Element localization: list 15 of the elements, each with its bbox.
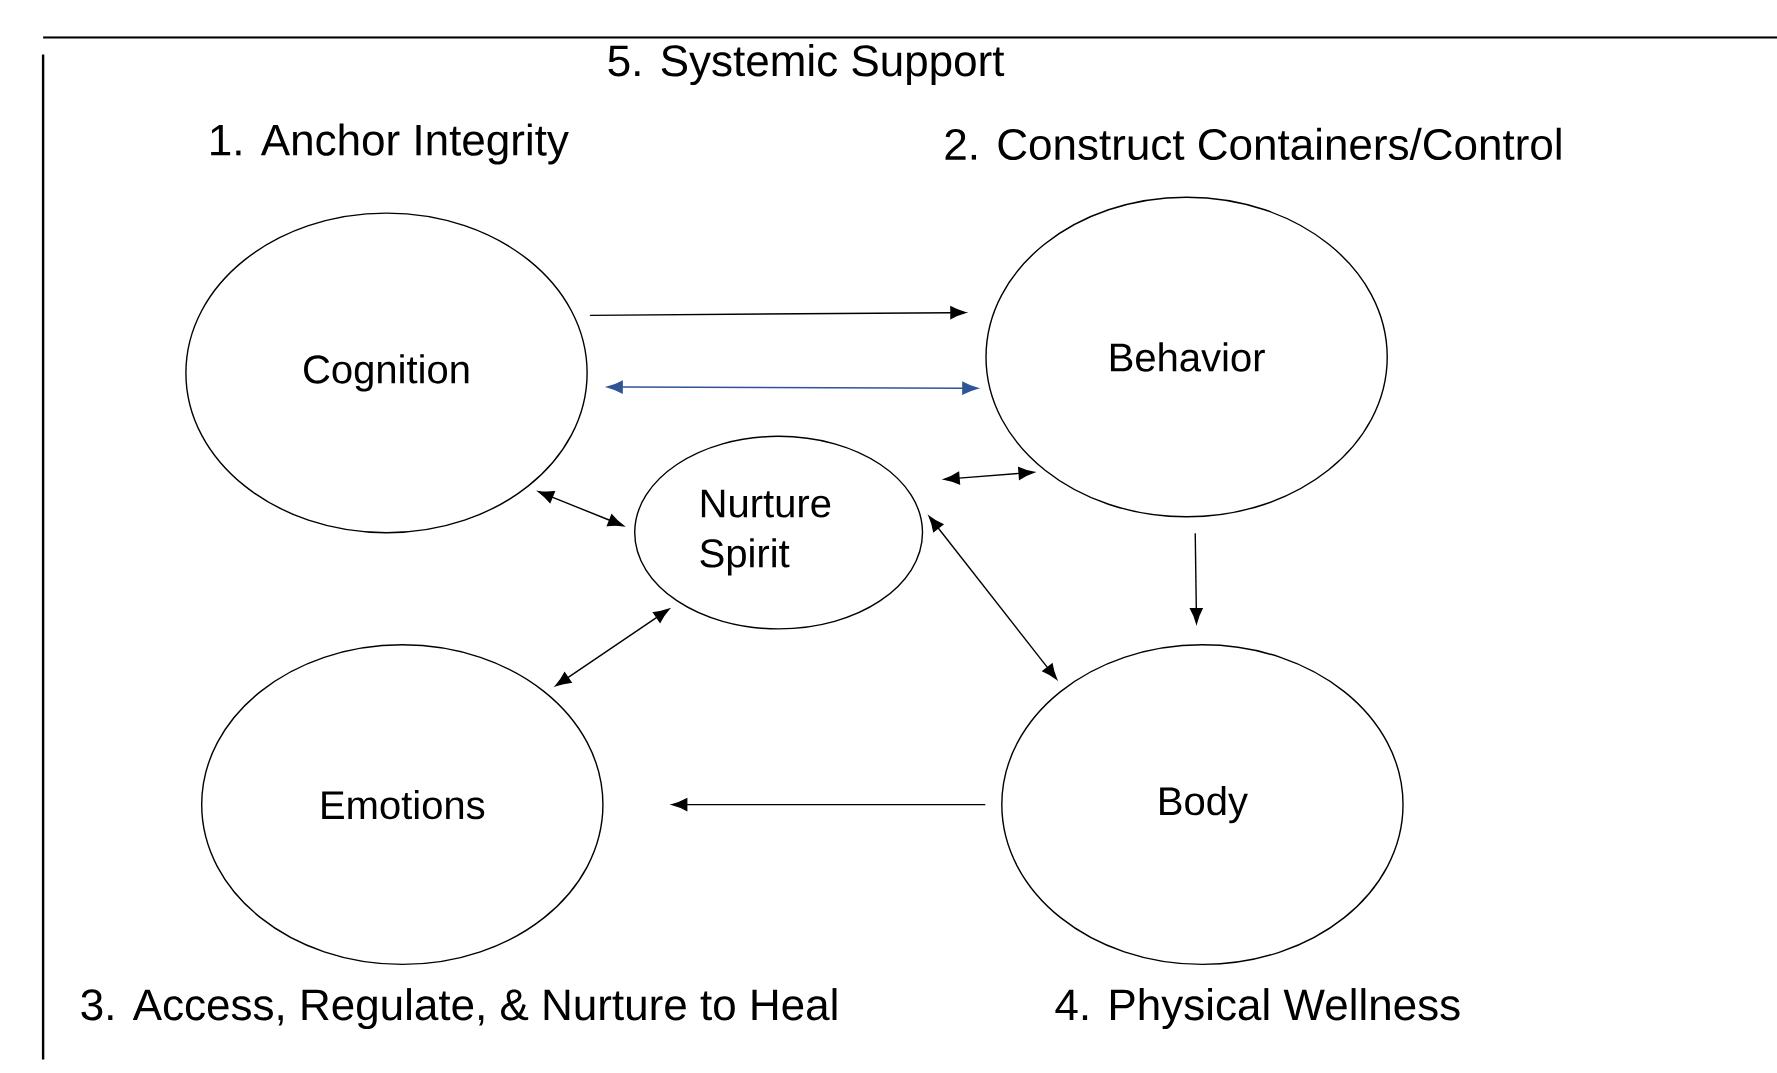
- ellipse-node: Cognition: [185, 212, 588, 534]
- arrow: [671, 798, 986, 812]
- heading-text: 1. Anchor Integrity: [211, 123, 569, 165]
- arrow: [537, 491, 624, 527]
- heading-text: 5. Systemic Support: [608, 44, 1005, 86]
- arrow: [943, 467, 1035, 485]
- arrow: [606, 380, 979, 395]
- ellipse-node: Emotions: [201, 644, 604, 966]
- arrow: [555, 608, 670, 687]
- arrow: [928, 515, 1058, 680]
- ellipse-node: Nurture Spirit: [634, 435, 924, 630]
- arrow: [1189, 532, 1203, 624]
- ellipse-node: Behavior: [985, 196, 1388, 518]
- arrow: [589, 306, 967, 320]
- ellipse-node: Body: [1001, 644, 1404, 966]
